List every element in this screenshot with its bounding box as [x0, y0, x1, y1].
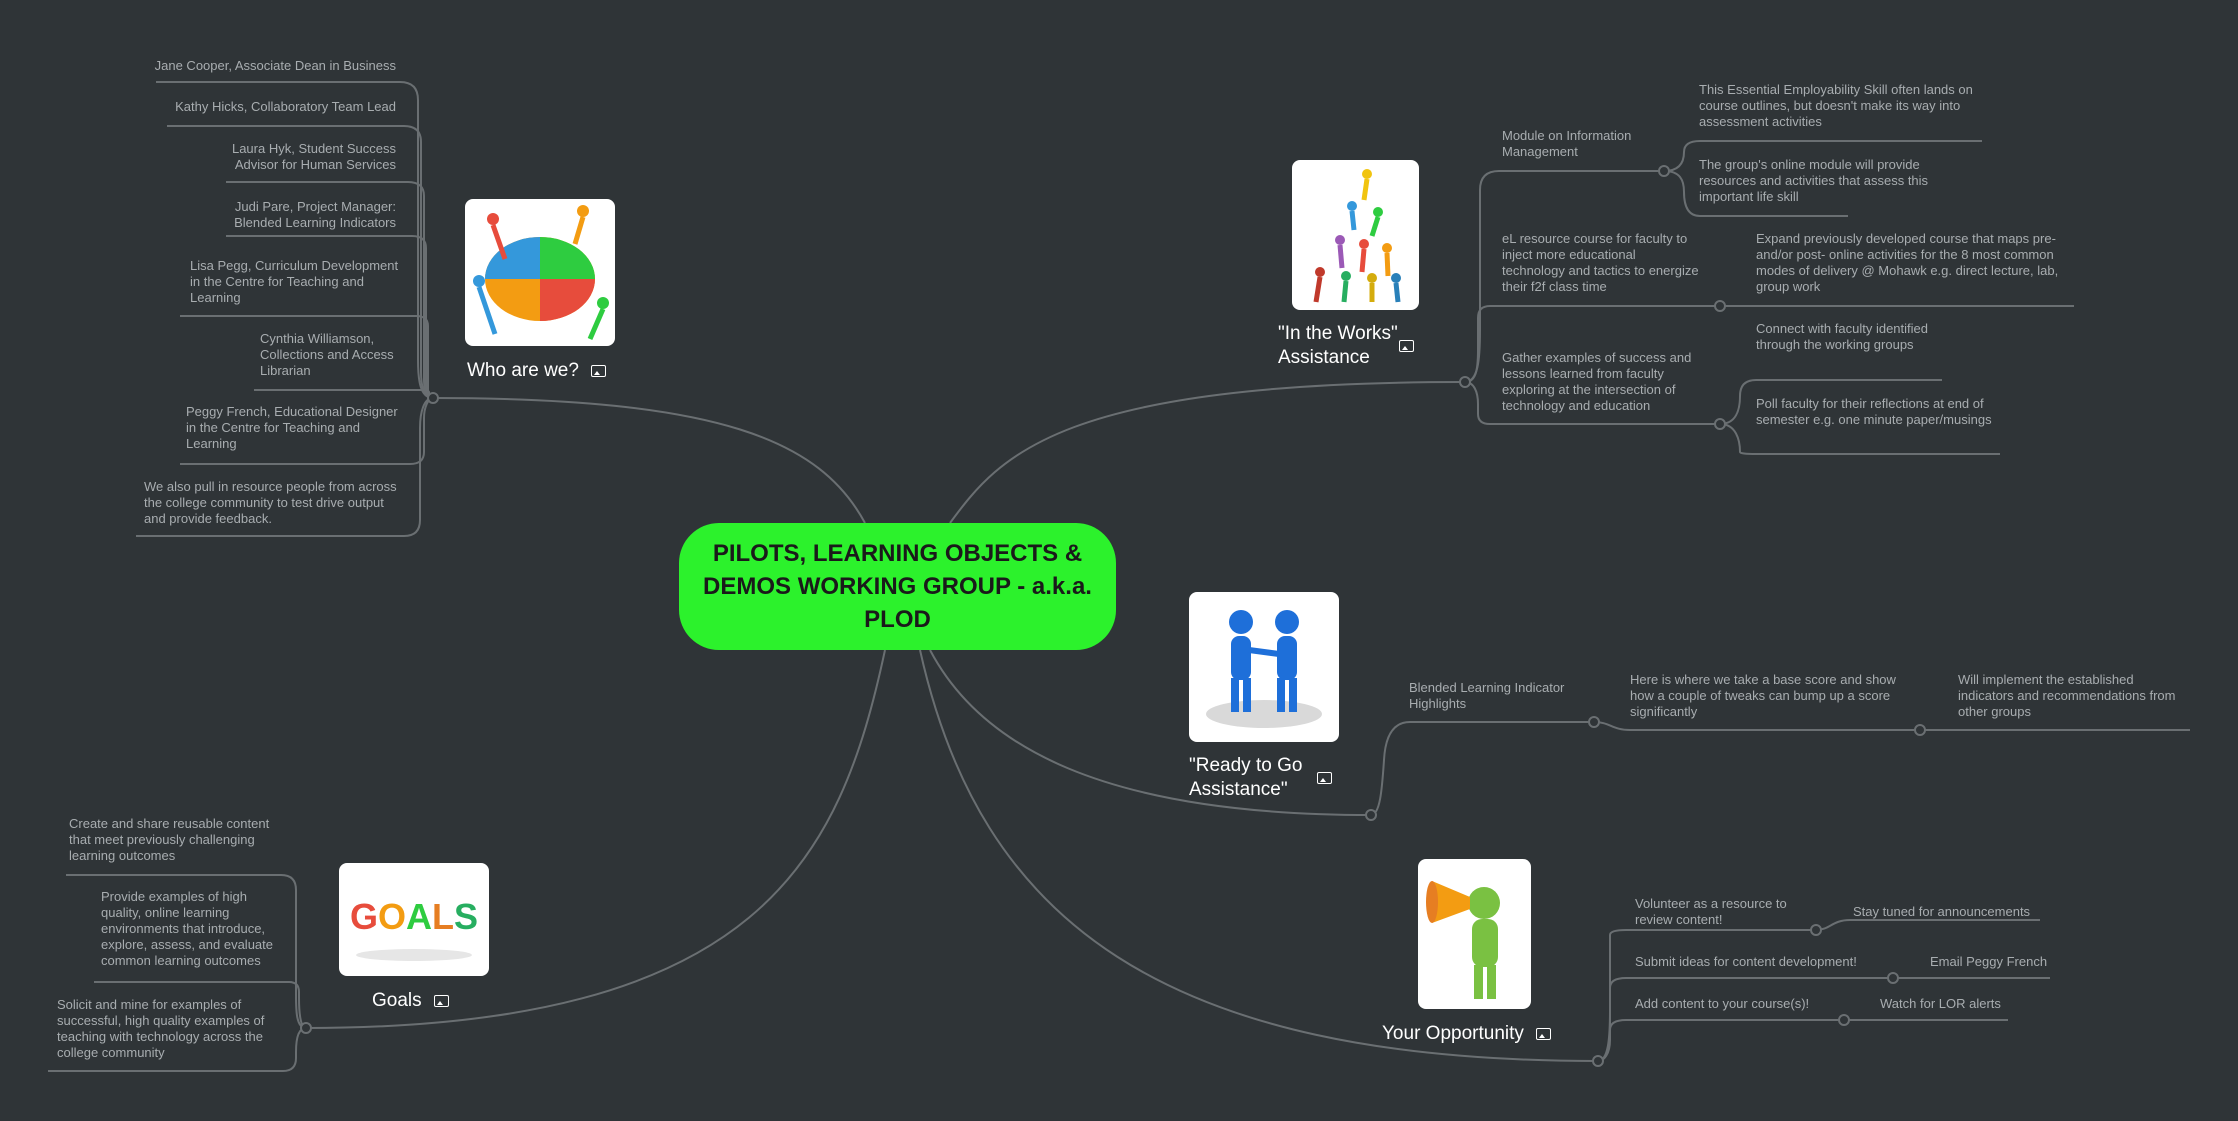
list-item[interactable]: Will implement the established indicator… — [1958, 672, 2176, 719]
list-item[interactable]: Lisa Pegg, Curriculum Development in the… — [190, 258, 399, 305]
list-item[interactable]: Create and share reusable content that m… — [69, 816, 270, 863]
list-item[interactable]: Poll faculty for their reflections at en… — [1756, 396, 1992, 427]
topic-in-the-works[interactable]: "In the Works" Assistance — [1278, 322, 1428, 370]
list-item[interactable]: Kathy Hicks, Collaboratory Team Lead — [175, 99, 396, 114]
who-are-we-image — [465, 199, 615, 346]
list-item[interactable]: Blended Learning Indicator Highlights — [1409, 680, 1565, 711]
goals-image: GOALS — [339, 863, 489, 976]
topic-ready-to-go[interactable]: "Ready to Go Assistance" — [1189, 754, 1319, 802]
central-topic-title: PILOTS, LEARNING OBJECTS & DEMOS WORKING… — [703, 540, 1092, 633]
topic-goals-label: Goals — [372, 990, 422, 1011]
your-opportunity-image — [1418, 859, 1531, 1009]
topic-your-opportunity-label: Your Opportunity — [1382, 1023, 1524, 1044]
list-item[interactable]: Watch for LOR alerts — [1880, 996, 2001, 1011]
list-item[interactable]: We also pull in resource people from acr… — [144, 479, 397, 526]
topic-in-the-works-label: "In the Works" Assistance — [1278, 323, 1398, 368]
topic-who-are-we-label: Who are we? — [467, 360, 579, 381]
topic-who-are-we[interactable]: Who are we? — [467, 359, 606, 383]
list-item[interactable]: Peggy French, Educational Designer in th… — [186, 404, 398, 451]
ready-to-go-image — [1189, 592, 1339, 742]
list-item[interactable]: Here is where we take a base score and s… — [1630, 672, 1896, 719]
list-item[interactable]: Expand previously developed course that … — [1756, 231, 2059, 294]
image-icon[interactable] — [1535, 1027, 1551, 1040]
list-item[interactable]: Module on Information Management — [1502, 128, 1632, 159]
svg-text:GOALS: GOALS — [350, 896, 478, 937]
list-item[interactable]: Laura Hyk, Student Success Advisor for H… — [231, 141, 396, 172]
list-item[interactable]: Add content to your course(s)! — [1635, 996, 1810, 1011]
list-item[interactable]: Solicit and mine for examples of success… — [57, 997, 265, 1060]
list-item[interactable]: eL resource course for faculty to inject… — [1502, 231, 1699, 294]
list-item[interactable]: Volunteer as a resource to review conten… — [1635, 896, 1787, 927]
image-icon[interactable] — [433, 994, 449, 1007]
image-icon[interactable] — [1317, 772, 1332, 784]
image-icon[interactable] — [1399, 340, 1414, 352]
list-item[interactable]: Jane Cooper, Associate Dean in Business — [154, 58, 396, 73]
list-item[interactable]: Connect with faculty identified through … — [1756, 321, 1928, 352]
in-the-works-image — [1292, 160, 1419, 310]
list-item[interactable]: Judi Pare, Project Manager: Blended Lear… — [234, 199, 396, 230]
list-item[interactable]: Cynthia Williamson, Collections and Acce… — [260, 331, 394, 378]
list-item[interactable]: Email Peggy French — [1930, 954, 2048, 969]
list-item[interactable]: Provide examples of high quality, online… — [101, 889, 273, 968]
list-item[interactable]: The group's online module will provide r… — [1699, 157, 1929, 204]
list-item[interactable]: Stay tuned for announcements — [1853, 904, 2031, 919]
topic-goals[interactable]: Goals — [372, 989, 449, 1013]
list-item[interactable]: This Essential Employability Skill often… — [1699, 82, 1973, 129]
list-item[interactable]: Submit ideas for content development! — [1635, 954, 1857, 969]
topic-ready-to-go-label: "Ready to Go Assistance" — [1189, 755, 1303, 800]
list-item[interactable]: Gather examples of success and lessons l… — [1502, 350, 1692, 413]
image-icon[interactable] — [590, 364, 606, 377]
central-topic[interactable]: PILOTS, LEARNING OBJECTS & DEMOS WORKING… — [679, 523, 1116, 650]
topic-your-opportunity[interactable]: Your Opportunity — [1382, 1022, 1551, 1046]
